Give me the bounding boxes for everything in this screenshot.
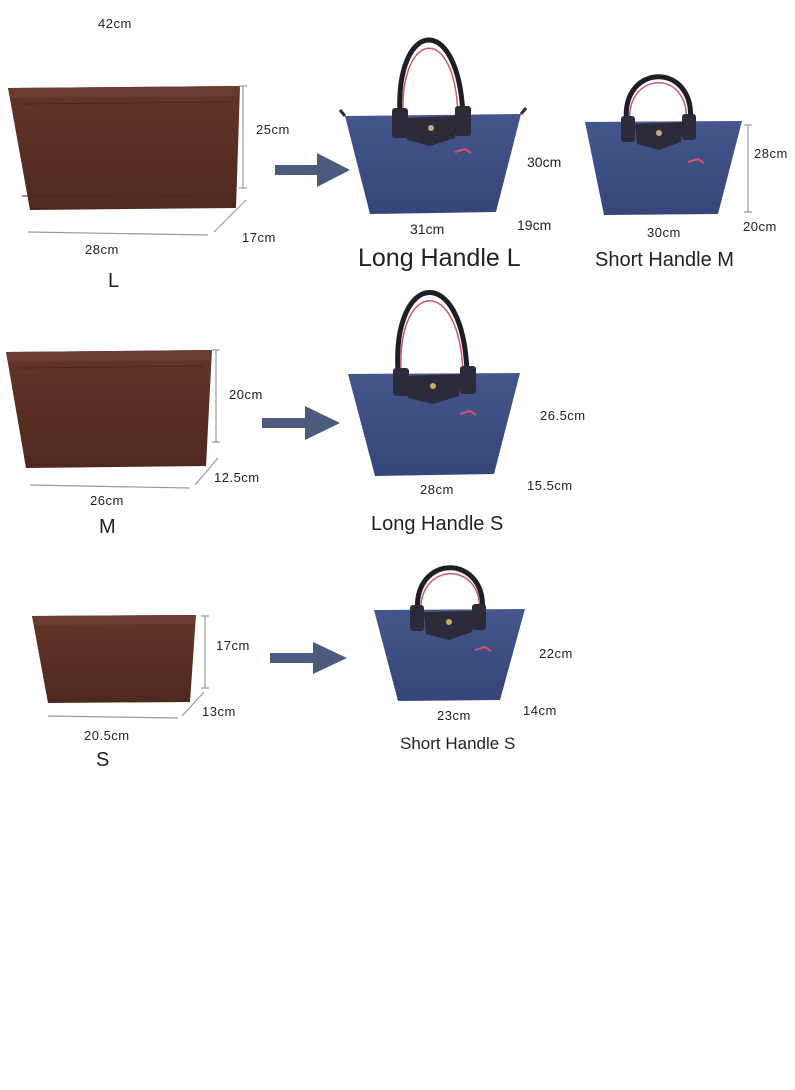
bag-short-m-height: 28cm bbox=[754, 146, 788, 161]
bag-long-handle-l-image bbox=[338, 37, 528, 214]
bag-long-handle-l-name: Long Handle L bbox=[358, 244, 521, 272]
insert-m-depth: 12.5cm bbox=[214, 470, 260, 485]
bag-short-handle-s-image bbox=[374, 565, 525, 701]
size-letter-m: M bbox=[99, 516, 116, 538]
bag-short-s-height: 22cm bbox=[539, 646, 573, 661]
arrow-row-m bbox=[262, 406, 340, 440]
arrow-row-s bbox=[270, 642, 347, 674]
insert-l-image bbox=[8, 86, 240, 210]
bag-short-m-width: 30cm bbox=[647, 225, 681, 240]
bag-long-handle-s-image bbox=[348, 290, 520, 476]
bag-long-s-height: 26.5cm bbox=[540, 408, 586, 423]
bag-short-s-width: 23cm bbox=[437, 708, 471, 723]
arrow-row-l bbox=[275, 153, 350, 187]
insert-s-bottom-width: 20.5cm bbox=[84, 728, 130, 743]
insert-m-image bbox=[6, 350, 212, 468]
insert-l-depth: 17cm bbox=[242, 230, 276, 245]
size-letter-l: L bbox=[108, 270, 120, 292]
insert-m-height: 20cm bbox=[229, 387, 263, 402]
insert-l-bottom-width: 28cm bbox=[85, 242, 119, 257]
insert-m-bottom-width: 26cm bbox=[90, 493, 124, 508]
bag-long-s-width: 28cm bbox=[420, 482, 454, 497]
bag-short-handle-m-name: Short Handle M bbox=[595, 249, 734, 271]
bag-short-handle-m-image bbox=[585, 74, 742, 215]
bag-dimension-lines-row-l bbox=[744, 124, 752, 213]
insert-m-dimension-lines bbox=[29, 349, 220, 489]
bag-long-l-width: 31cm bbox=[410, 221, 445, 237]
bag-long-s-depth: 15.5cm bbox=[527, 478, 573, 493]
insert-l-dimension-lines bbox=[27, 85, 247, 236]
insert-s-image bbox=[32, 615, 196, 703]
size-letter-s: S bbox=[96, 749, 110, 771]
bag-short-m-depth: 20cm bbox=[743, 219, 777, 234]
bag-long-l-depth: 19cm bbox=[517, 217, 552, 233]
bag-long-handle-s-name: Long Handle S bbox=[371, 513, 504, 535]
insert-s-height: 17cm bbox=[216, 638, 250, 653]
insert-l-height: 25cm bbox=[256, 122, 290, 137]
bag-long-l-height: 30cm bbox=[527, 154, 562, 170]
insert-s-depth: 13cm bbox=[202, 704, 236, 719]
insert-l-top-width: 42cm bbox=[98, 16, 132, 31]
bag-short-s-depth: 14cm bbox=[523, 703, 557, 718]
insert-s-dimension-lines bbox=[47, 615, 209, 719]
bag-short-handle-s-name: Short Handle S bbox=[400, 734, 516, 753]
